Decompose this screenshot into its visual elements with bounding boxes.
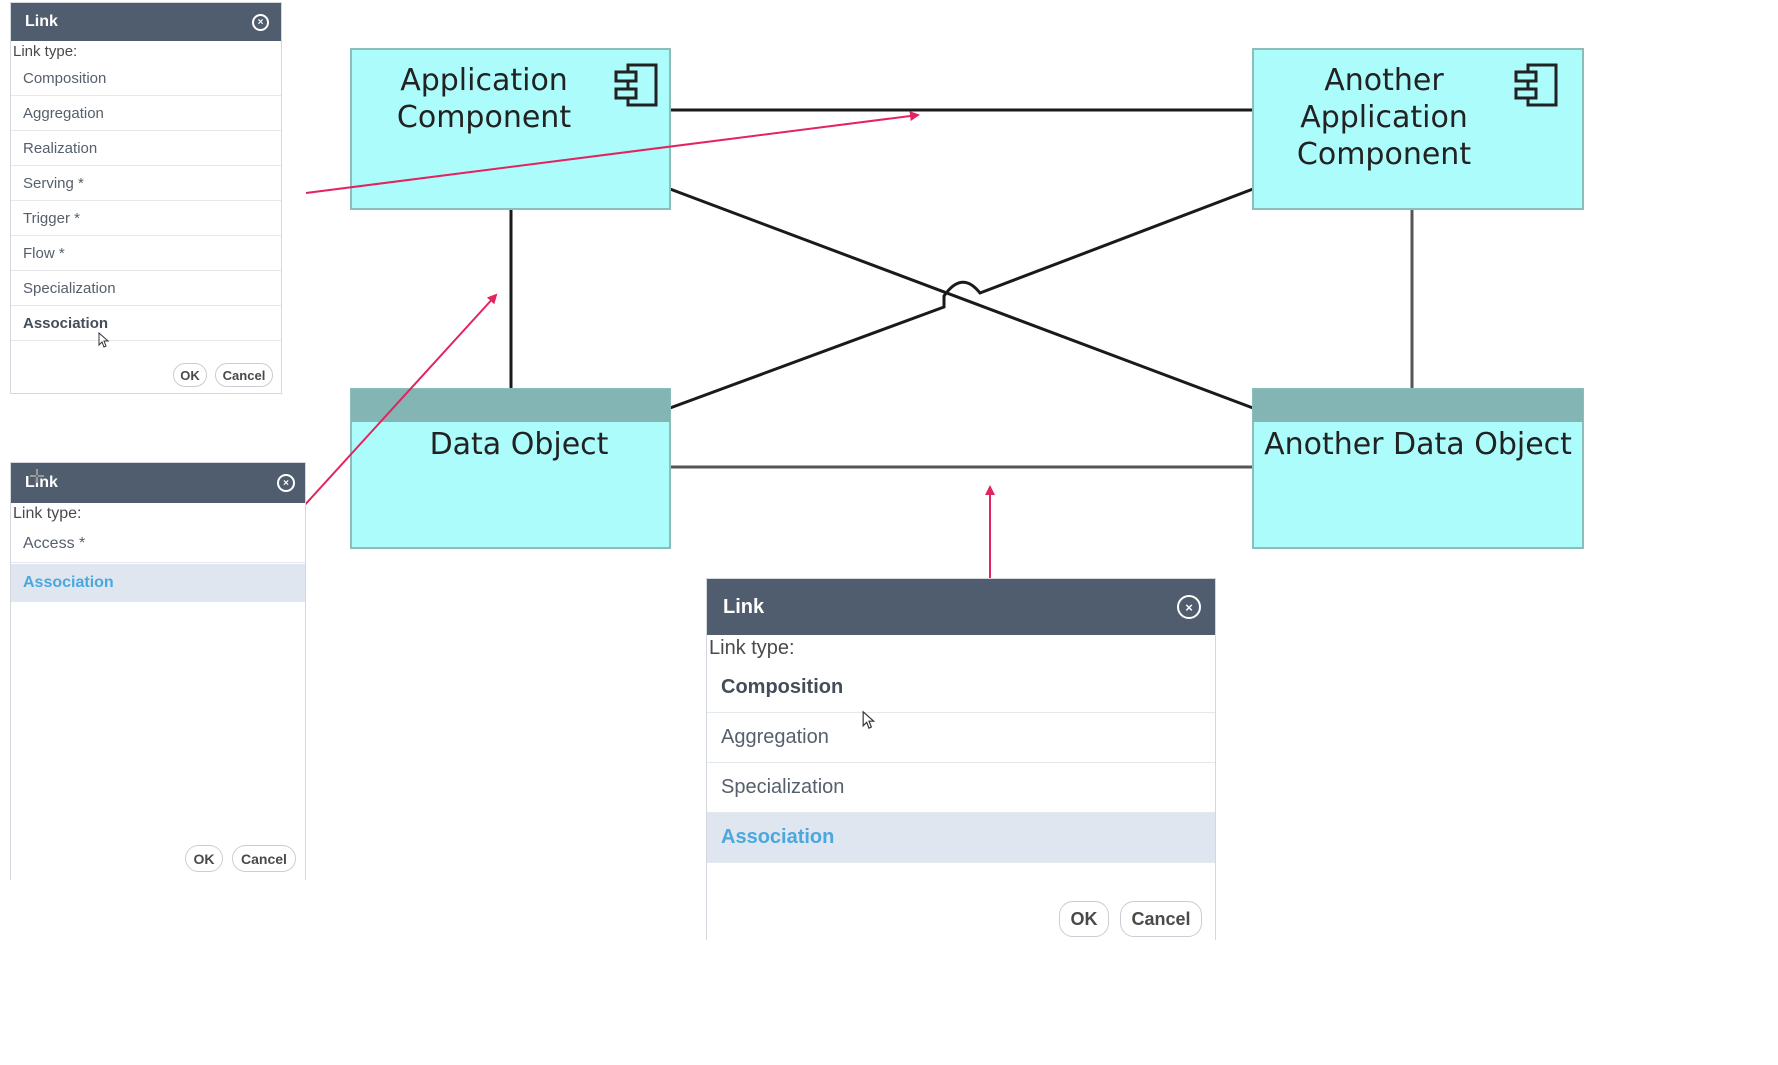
node-label: Component: [397, 100, 571, 135]
link-type-dialog: Link × Link type: Composition Aggregatio…: [10, 2, 282, 394]
move-cursor-icon: [30, 469, 44, 483]
node-label: Application: [1300, 100, 1468, 135]
option-association[interactable]: Association: [11, 306, 281, 341]
option-specialization[interactable]: Specialization: [11, 271, 281, 306]
cancel-button[interactable]: Cancel: [232, 845, 296, 872]
dialog-header: Link ×: [11, 463, 305, 503]
option-access[interactable]: Access *: [11, 525, 305, 563]
ok-button[interactable]: OK: [173, 363, 207, 387]
option-flow[interactable]: Flow *: [11, 236, 281, 271]
cancel-button[interactable]: Cancel: [1120, 901, 1202, 937]
mouse-pointer-icon: [98, 332, 110, 348]
association-line-diagonal-down[interactable]: [669, 187, 1254, 410]
application-component-icon: [614, 63, 658, 107]
option-specialization[interactable]: Specialization: [707, 763, 1215, 813]
close-icon[interactable]: ×: [277, 474, 295, 492]
close-icon[interactable]: ×: [1177, 595, 1201, 619]
link-type-dialog: Link × Link type: Access * Association O…: [10, 462, 306, 880]
dialog-title: Link: [723, 595, 765, 618]
node-data-object[interactable]: Data Object: [350, 388, 671, 549]
node-label: Another: [1324, 63, 1444, 98]
dialog-header: Link ×: [11, 3, 281, 41]
dialog-header: Link ×: [707, 579, 1215, 635]
callout-arrow-1: [305, 111, 920, 194]
option-serving[interactable]: Serving *: [11, 166, 281, 201]
ok-button[interactable]: OK: [1059, 901, 1109, 937]
option-composition[interactable]: Composition: [707, 663, 1215, 713]
link-type-label: Link type:: [709, 637, 795, 659]
node-label: Data Object: [430, 427, 609, 462]
link-type-dialog: Link × Link type: Composition Aggregatio…: [706, 578, 1216, 940]
option-realization[interactable]: Realization: [11, 131, 281, 166]
node-label: Application: [400, 63, 568, 98]
dialog-title: Link: [25, 13, 58, 30]
option-trigger[interactable]: Trigger *: [11, 201, 281, 236]
association-line-diagonal-up[interactable]: [669, 187, 1254, 410]
option-association[interactable]: Association: [11, 564, 305, 602]
option-association[interactable]: Association: [707, 813, 1215, 863]
dialog-title: Link: [25, 474, 58, 491]
ok-button[interactable]: OK: [185, 845, 223, 872]
node-label: Another Data Object: [1264, 427, 1572, 462]
node-application-component[interactable]: Application Component: [350, 48, 671, 210]
cancel-button[interactable]: Cancel: [215, 363, 273, 387]
option-aggregation[interactable]: Aggregation: [707, 713, 1215, 763]
node-another-application-component[interactable]: Another Application Component: [1252, 48, 1584, 210]
option-aggregation[interactable]: Aggregation: [11, 96, 281, 131]
option-composition[interactable]: Composition: [11, 61, 281, 96]
link-type-label: Link type:: [13, 505, 82, 522]
node-label: Component: [1297, 137, 1471, 172]
application-component-icon: [1514, 63, 1558, 107]
close-icon[interactable]: ×: [252, 13, 269, 31]
link-type-label: Link type:: [13, 43, 78, 60]
node-another-data-object[interactable]: Another Data Object: [1252, 388, 1584, 549]
mouse-pointer-icon: [862, 710, 876, 729]
